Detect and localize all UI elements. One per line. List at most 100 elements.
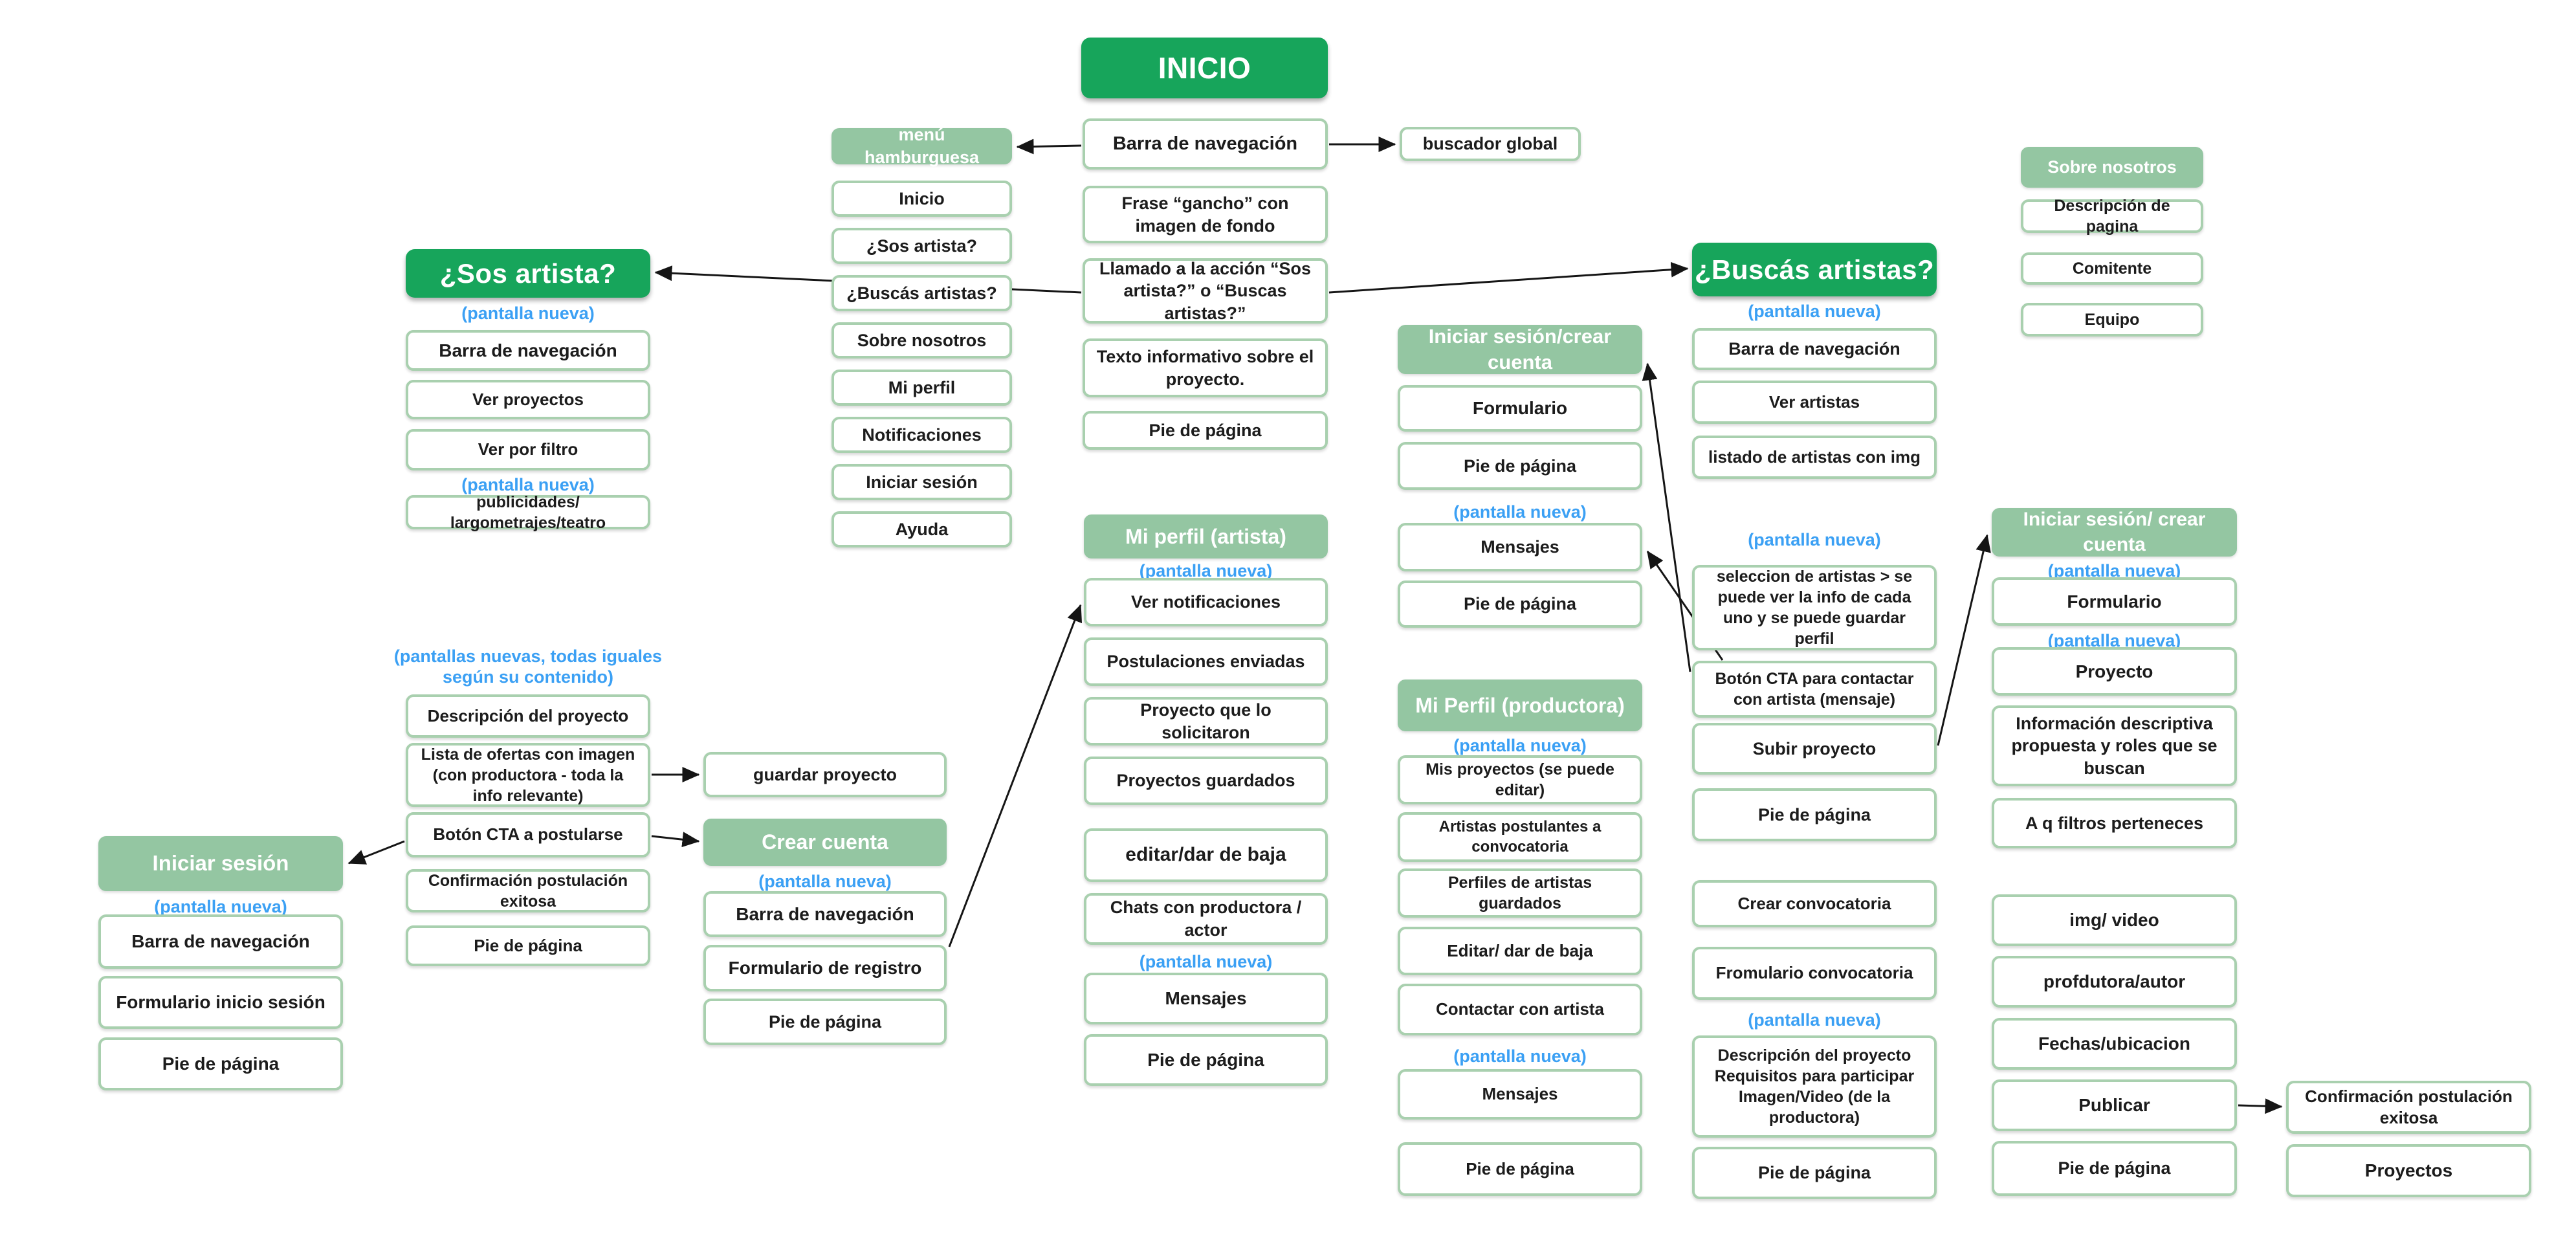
node-menu-notificaciones[interactable]: Notificaciones — [831, 417, 1012, 453]
node-publicar[interactable]: Publicar — [1992, 1079, 2237, 1131]
connector-formulario-registro-to-ver-notificaciones — [948, 604, 1083, 947]
node-confirmacion-derecha[interactable]: Confirmación postulación exitosa — [2286, 1081, 2531, 1134]
node-pie-centro-2[interactable]: Pie de página — [1398, 580, 1642, 628]
node-fromulario-convocatoria[interactable]: Fromulario convocatoria — [1692, 947, 1937, 1000]
node-seleccion-artistas[interactable]: seleccion de artistas > se puede ver la … — [1692, 565, 1937, 650]
node-editar-dar-baja-prod[interactable]: Editar/ dar de baja — [1398, 927, 1642, 975]
connector-subir-proyecto-to-login-crear-derecha — [1937, 534, 1991, 746]
node-publicidades[interactable]: publicidades/ largometrajes/teatro — [406, 493, 650, 532]
node-formulario-registro[interactable]: Formulario de registro — [703, 945, 947, 991]
node-chats-productora-actor[interactable]: Chats con productora / actor — [1084, 893, 1328, 945]
note-note-buscas-3: (pantalla nueva) — [1748, 1010, 1881, 1030]
node-formulario-inicio-sesion[interactable]: Formulario inicio sesión — [98, 976, 343, 1029]
node-menu-buscas-artistas[interactable]: ¿Buscás artistas? — [831, 275, 1012, 311]
node-artistas-postulantes[interactable]: Artistas postulantes a convocatoria — [1398, 812, 1642, 862]
node-pie-derecha[interactable]: Pie de página — [1992, 1141, 2237, 1196]
node-buscas-nav[interactable]: Barra de navegación — [1692, 328, 1937, 370]
node-cta-sos-o-buscas[interactable]: Llamado a la acción “Sos artista?” o “Bu… — [1083, 258, 1328, 324]
node-menu-mi-perfil[interactable]: Mi perfil — [831, 370, 1012, 406]
node-confirmacion-postulacion[interactable]: Confirmación postulación exitosa — [406, 869, 650, 912]
node-global-search[interactable]: buscador global — [1400, 127, 1581, 161]
node-sos-artista[interactable]: ¿Sos artista? — [406, 249, 650, 298]
node-listado-artistas[interactable]: listado de artistas con img — [1692, 436, 1937, 479]
node-menu-hamburguesa[interactable]: menú hamburguesa — [831, 125, 1012, 167]
node-mi-perfil-productora[interactable]: Mi Perfil (productora) — [1398, 680, 1642, 731]
node-boton-cta-postularse[interactable]: Botón CTA a postularse — [406, 812, 650, 857]
node-inicio[interactable]: INICIO — [1081, 38, 1328, 98]
node-lista-ofertas[interactable]: Lista de ofertas con imagen (con product… — [406, 743, 650, 807]
connector-cta-to-buscas-artistas — [1328, 261, 1689, 294]
node-proyectos-guardados[interactable]: Proyectos guardados — [1084, 757, 1328, 805]
node-proyecto-derecha[interactable]: Proyecto — [1992, 647, 2237, 696]
node-descripcion-pagina[interactable]: Descripción de pagina — [2021, 197, 2203, 236]
note-note-centro: (pantalla nueva) — [1453, 502, 1587, 522]
node-buscas-artistas[interactable]: ¿Buscás artistas? — [1692, 243, 1937, 296]
node-comitente[interactable]: Comitente — [2021, 252, 2203, 285]
node-menu-sobre-nosotros[interactable]: Sobre nosotros — [831, 322, 1012, 359]
node-pie-perfil-artista[interactable]: Pie de página — [1084, 1034, 1328, 1086]
node-descripcion-requisitos[interactable]: Descripción del proyecto Requisitos para… — [1692, 1035, 1937, 1138]
node-a-q-filtros[interactable]: A q filtros perteneces — [1992, 798, 2237, 848]
node-pie-buscas-2[interactable]: Pie de página — [1692, 1147, 1937, 1199]
node-pie-productora[interactable]: Pie de página — [1398, 1142, 1642, 1196]
node-mensajes-centro[interactable]: Mensajes — [1398, 523, 1642, 571]
node-proyectos-derecha[interactable]: Proyectos — [2286, 1144, 2531, 1197]
node-info-descriptiva[interactable]: Información descriptiva propuesta y role… — [1992, 705, 2237, 786]
node-ver-proyectos[interactable]: Ver proyectos — [406, 380, 650, 419]
node-ver-notificaciones[interactable]: Ver notificaciones — [1084, 578, 1328, 626]
node-login-left-nav[interactable]: Barra de navegación — [98, 914, 343, 969]
node-pie-centro-1[interactable]: Pie de página — [1398, 442, 1642, 490]
node-mi-perfil-artista[interactable]: Mi perfil (artista) — [1084, 514, 1328, 558]
node-editar-dar-baja[interactable]: editar/dar de baja — [1084, 828, 1328, 882]
node-descripcion-proyecto[interactable]: Descripción del proyecto — [406, 694, 650, 738]
node-proyecto-solicitaron[interactable]: Proyecto que lo solicitaron — [1084, 697, 1328, 746]
node-subir-proyecto[interactable]: Subir proyecto — [1692, 723, 1937, 775]
node-mis-proyectos[interactable]: Mis proyectos (se puede editar) — [1398, 755, 1642, 804]
node-formulario-centro[interactable]: Formulario — [1398, 385, 1642, 432]
node-postulaciones-enviadas[interactable]: Postulaciones enviadas — [1084, 637, 1328, 686]
node-texto-informativo[interactable]: Texto informativo sobre el proyecto. — [1083, 338, 1328, 397]
node-profdutora-autor[interactable]: profdutora/autor — [1992, 956, 2237, 1008]
node-menu-sos-artista[interactable]: ¿Sos artista? — [831, 228, 1012, 264]
node-login-crear-derecha[interactable]: Iniciar sesión/ crear cuenta — [1992, 508, 2237, 557]
node-pie-login-left[interactable]: Pie de página — [98, 1037, 343, 1090]
note-note-sos-3: (pantallas nuevas, todas iguales según s… — [393, 647, 663, 687]
connector-publicar-to-confirmacion — [2238, 1098, 2283, 1114]
node-crear-convocatoria[interactable]: Crear convocatoria — [1692, 880, 1937, 927]
node-login-crear-centro[interactable]: Iniciar sesión/crear cuenta — [1398, 325, 1642, 374]
note-note-productora-1: (pantalla nueva) — [1453, 736, 1587, 755]
node-menu-inicio[interactable]: Inicio — [831, 181, 1012, 217]
note-note-perfil-artista: (pantalla nueva) — [1139, 561, 1273, 580]
node-formulario-derecha[interactable]: Formulario — [1992, 577, 2237, 626]
node-ver-artistas[interactable]: Ver artistas — [1692, 381, 1937, 424]
node-hook-phrase[interactable]: Frase “gancho” con imagen de fondo — [1083, 186, 1328, 243]
node-nav-bar[interactable]: Barra de navegación — [1083, 118, 1328, 170]
note-note-login-left: (pantalla nueva) — [154, 897, 287, 916]
node-sobre-nosotros[interactable]: Sobre nosotros — [2021, 147, 2203, 188]
node-menu-iniciar-sesion[interactable]: Iniciar sesión — [831, 464, 1012, 500]
node-sos-nav[interactable]: Barra de navegación — [406, 330, 650, 371]
node-pie-buscas-1[interactable]: Pie de página — [1692, 788, 1937, 841]
node-pie-inicio[interactable]: Pie de página — [1083, 411, 1328, 450]
note-note-sos-1: (pantalla nueva) — [461, 304, 595, 323]
node-ver-por-filtro[interactable]: Ver por filtro — [406, 429, 650, 470]
node-mensajes-artista[interactable]: Mensajes — [1084, 973, 1328, 1024]
node-pie-sos[interactable]: Pie de página — [406, 925, 650, 966]
node-boton-cta-contactar[interactable]: Botón CTA para contactar con artista (me… — [1692, 661, 1937, 718]
node-fechas-ubicacion[interactable]: Fechas/ubicacion — [1992, 1018, 2237, 1070]
node-contactar-artista[interactable]: Contactar con artista — [1398, 984, 1642, 1035]
node-img-video[interactable]: img/ video — [1992, 894, 2237, 946]
node-crear-cuenta[interactable]: Crear cuenta — [703, 819, 947, 866]
node-guardar-proyecto[interactable]: guardar proyecto — [703, 752, 947, 797]
node-perfiles-guardados[interactable]: Perfiles de artistas guardados — [1398, 868, 1642, 918]
node-crear-cuenta-nav[interactable]: Barra de navegación — [703, 891, 947, 937]
node-pie-crear-cuenta[interactable]: Pie de página — [703, 999, 947, 1045]
note-note-crear-cuenta: (pantalla nueva) — [758, 872, 892, 891]
node-menu-ayuda[interactable]: Ayuda — [831, 511, 1012, 547]
node-equipo[interactable]: Equipo — [2021, 303, 2203, 337]
node-mensajes-productora[interactable]: Mensajes — [1398, 1069, 1642, 1120]
node-login-left[interactable]: Iniciar sesión — [98, 836, 343, 891]
note-note-buscas-2: (pantalla nueva) — [1748, 530, 1881, 549]
connector-nav-bar-to-menu-hamburguesa — [1016, 138, 1082, 155]
